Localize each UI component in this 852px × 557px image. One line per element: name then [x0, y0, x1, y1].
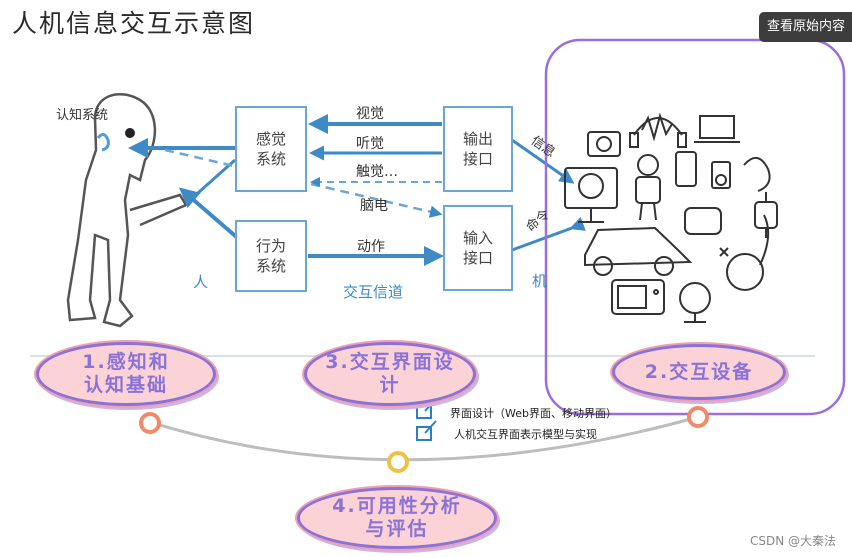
robot-icon [637, 154, 659, 176]
car-icon [584, 226, 693, 267]
pencil-icon-2 [416, 420, 437, 441]
vacuum-icon [726, 253, 764, 291]
topic-interface-design: 3.交互界面设 计 [304, 342, 476, 406]
command-arrow [511, 216, 586, 252]
note-interface-design: 界面设计（Web界面、移动界面） [450, 407, 617, 420]
earphones-icon [743, 157, 771, 192]
topic-perception: 1.感知和 认知基础 [36, 342, 216, 406]
laptop-icon [699, 115, 735, 139]
human-label: 人 [193, 273, 209, 291]
touch-label: 触觉… [356, 164, 398, 180]
note-model: 人机交互界面表示模型与实现 [454, 428, 597, 441]
info-arrow [511, 138, 575, 184]
devices-illustration [564, 112, 778, 323]
topic-link-arc [149, 415, 699, 462]
microwave-icon [611, 279, 665, 315]
topic-usability: 4.可用性分析 与评估 [297, 487, 497, 549]
behavior-system-box: 行为 系统 [235, 220, 307, 292]
eye-icon [125, 128, 135, 138]
watermark: CSDN @大秦法 [749, 534, 836, 548]
human-figure [66, 92, 188, 328]
plug-icon [719, 247, 729, 257]
player-icon [711, 161, 731, 189]
node-1 [139, 412, 161, 434]
phone-icon [675, 151, 697, 187]
topic-interaction-devices: 2.交互设备 [612, 344, 786, 400]
channel-label: 交互信道 [343, 283, 404, 301]
machine-label: 机 [532, 272, 548, 290]
sensory-system-box: 感觉 系统 [235, 106, 307, 192]
fan-icon [679, 282, 711, 314]
page-title: 人机信息交互示意图 [12, 9, 256, 38]
behavior-to-hand-arrow [178, 187, 242, 242]
view-original-button[interactable]: 查看原始内容 [759, 12, 852, 42]
input-interface-box: 输入 接口 [443, 205, 513, 291]
camera-icon [587, 131, 621, 157]
headphones-icon [633, 117, 683, 136]
ear-icon [96, 133, 110, 152]
watch-icon [754, 201, 778, 229]
action-label: 动作 [357, 239, 385, 255]
vision-label: 视觉 [356, 106, 384, 122]
node-4 [387, 451, 409, 473]
brain-label: 脑电 [360, 198, 388, 214]
hearing-label: 听觉 [356, 136, 384, 152]
vr-headset-icon [684, 207, 722, 235]
cognitive-system-label: 认知系统 [56, 108, 109, 123]
output-interface-box: 输出 接口 [443, 106, 513, 192]
node-2 [687, 406, 709, 428]
